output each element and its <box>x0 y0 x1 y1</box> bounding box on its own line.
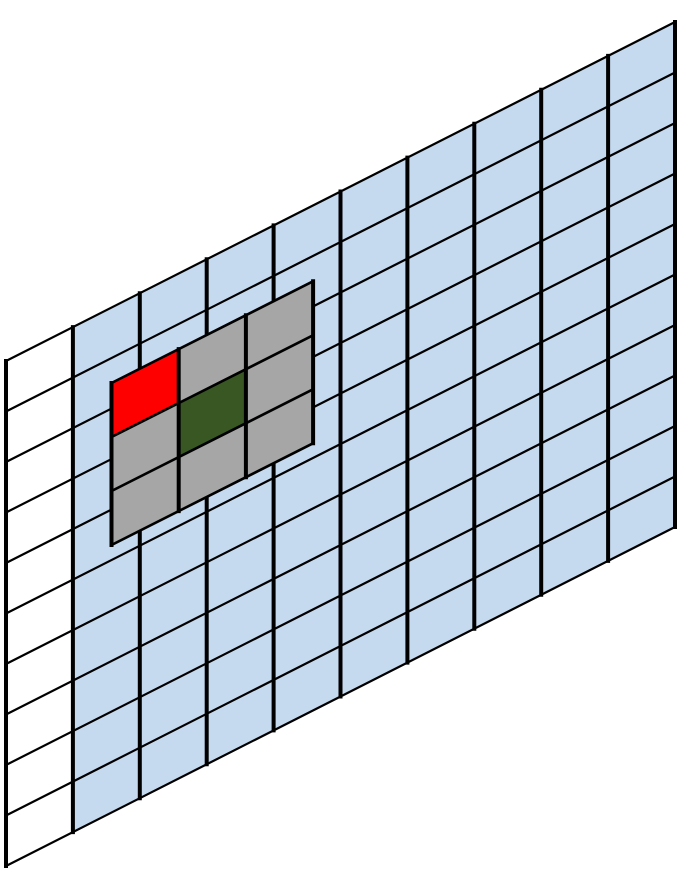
kernel-cell <box>178 423 246 512</box>
kernel-row-line <box>109 279 315 385</box>
kernel-overlay <box>109 279 316 547</box>
kernel-cell-neighbor <box>111 349 179 437</box>
kernel-cell <box>245 389 314 478</box>
kernel-cell <box>245 335 314 424</box>
kernel-cell <box>178 315 246 404</box>
kernel-row-line <box>109 387 315 493</box>
kernel-cell <box>111 457 179 545</box>
kernel-row-line <box>109 333 315 439</box>
kernel-cell-center <box>178 369 246 458</box>
kernel-cell <box>111 403 179 491</box>
kernel-cell <box>245 281 314 370</box>
kernel-row-line <box>109 441 315 547</box>
